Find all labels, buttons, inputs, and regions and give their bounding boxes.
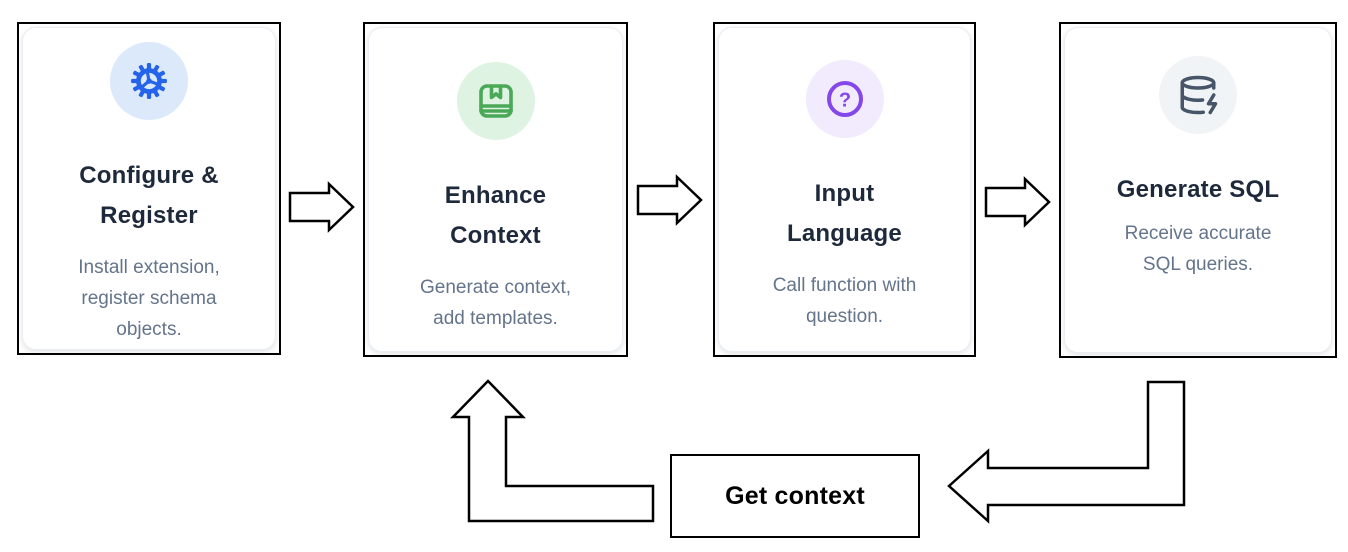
step-description: Install extension, register schema objec… xyxy=(78,257,220,340)
step-title: Configure & Register xyxy=(79,162,219,229)
icon-circle xyxy=(456,62,535,140)
step-description: Generate context, add templates. xyxy=(419,277,572,329)
step-card-generate-sql: Generate SQL Receive accurate SQL querie… xyxy=(1059,22,1337,358)
arrow-right-3 xyxy=(984,176,1051,228)
card-body: Generate SQL Receive accurate SQL querie… xyxy=(1064,27,1332,353)
arrow-right-1 xyxy=(288,181,355,233)
get-context-label: Get context xyxy=(725,481,865,510)
icon-circle xyxy=(110,42,188,120)
gear-icon xyxy=(131,63,167,99)
question-circle-icon: ? xyxy=(826,81,863,117)
database-zap-icon xyxy=(1180,75,1218,115)
step-card-configure-register: Configure & Register Install extension, … xyxy=(17,22,281,355)
arrow-right-2 xyxy=(636,174,703,226)
card-body: Enhance Context Generate context, add te… xyxy=(368,27,623,352)
step-title: Generate SQL xyxy=(1116,176,1280,203)
step-description: Receive accurate SQL queries. xyxy=(1124,223,1272,275)
card-body: ? Input Language Call function with ques… xyxy=(718,27,971,352)
step-card-enhance-context: Enhance Context Generate context, add te… xyxy=(363,22,628,357)
icon-circle xyxy=(1159,56,1237,134)
card-body: Configure & Register Install extension, … xyxy=(22,27,276,350)
loop-elbow-up-arrow xyxy=(450,379,655,523)
step-title: Enhance Context xyxy=(444,182,547,249)
svg-text:?: ? xyxy=(838,90,850,112)
book-bookmark-icon xyxy=(478,84,513,118)
step-title: Input Language xyxy=(787,180,902,247)
step-card-input-language: ? Input Language Call function with ques… xyxy=(713,22,976,357)
loop-elbow-left-arrow xyxy=(947,380,1186,524)
icon-circle: ? xyxy=(805,60,884,138)
step-description: Call function with question. xyxy=(772,275,917,327)
get-context-label-box: Get context xyxy=(670,454,920,538)
